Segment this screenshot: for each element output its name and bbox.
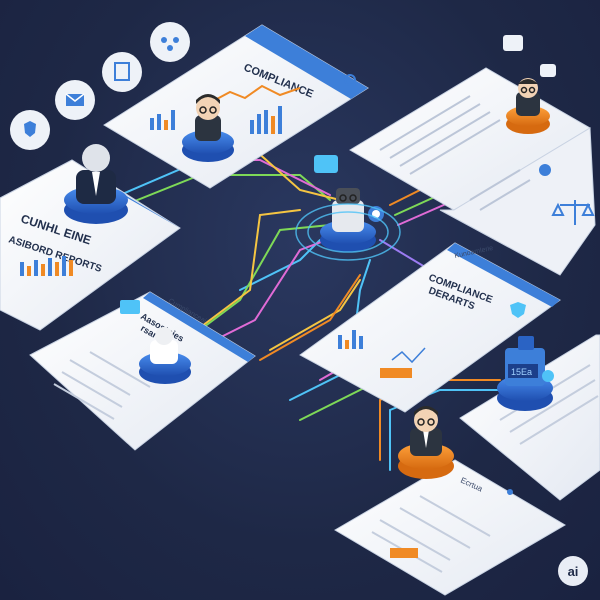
chat-bubble-icon xyxy=(540,64,556,77)
gear-icon xyxy=(344,74,356,86)
person-node-top[interactable] xyxy=(182,94,234,162)
connection-line xyxy=(259,274,361,361)
dot-icon xyxy=(507,489,513,495)
chat-bubble-icon xyxy=(503,35,523,51)
panel-center-right: Kunoamlerie COMPLIANCE DERARTS xyxy=(299,242,561,413)
user-icon xyxy=(539,164,551,176)
person-node-top-right[interactable] xyxy=(503,35,556,134)
scales-icon xyxy=(551,200,595,225)
lock-icon xyxy=(542,370,554,382)
bar-chart-icon xyxy=(20,256,73,276)
panel-bottom: Ecrtua xyxy=(334,459,566,596)
connection-line xyxy=(269,279,361,351)
action-button[interactable] xyxy=(380,368,412,378)
person-node-bottom[interactable] xyxy=(398,406,454,479)
bar-chart-icon xyxy=(338,330,363,349)
connection-line xyxy=(239,239,321,291)
action-button[interactable] xyxy=(390,548,418,558)
line-chart-icon xyxy=(391,347,426,364)
device-label: 15Ea xyxy=(511,367,532,377)
panel-top-center: COMPLIANCE xyxy=(103,24,369,189)
network-icon[interactable] xyxy=(150,22,190,62)
person-node-center[interactable] xyxy=(295,155,401,261)
panel-right-bottom xyxy=(459,334,600,501)
bar-chart-icon xyxy=(150,106,282,134)
shield-icon xyxy=(510,302,526,318)
device-node[interactable]: 15Ea xyxy=(497,336,554,411)
chat-bubble-icon xyxy=(120,300,140,314)
line-chart-icon xyxy=(214,84,301,101)
connection-line xyxy=(179,224,331,346)
chat-bubble-icon xyxy=(314,155,338,173)
ai-badge: ai xyxy=(558,556,588,586)
person-node-center-left[interactable] xyxy=(139,327,191,384)
floating-icons xyxy=(10,22,190,150)
panel-left: CUNHL EINE ASIBORD REPORTS xyxy=(0,159,181,331)
document-icon[interactable] xyxy=(102,52,142,92)
person-node-left[interactable] xyxy=(64,144,128,224)
connection-line xyxy=(189,209,301,336)
